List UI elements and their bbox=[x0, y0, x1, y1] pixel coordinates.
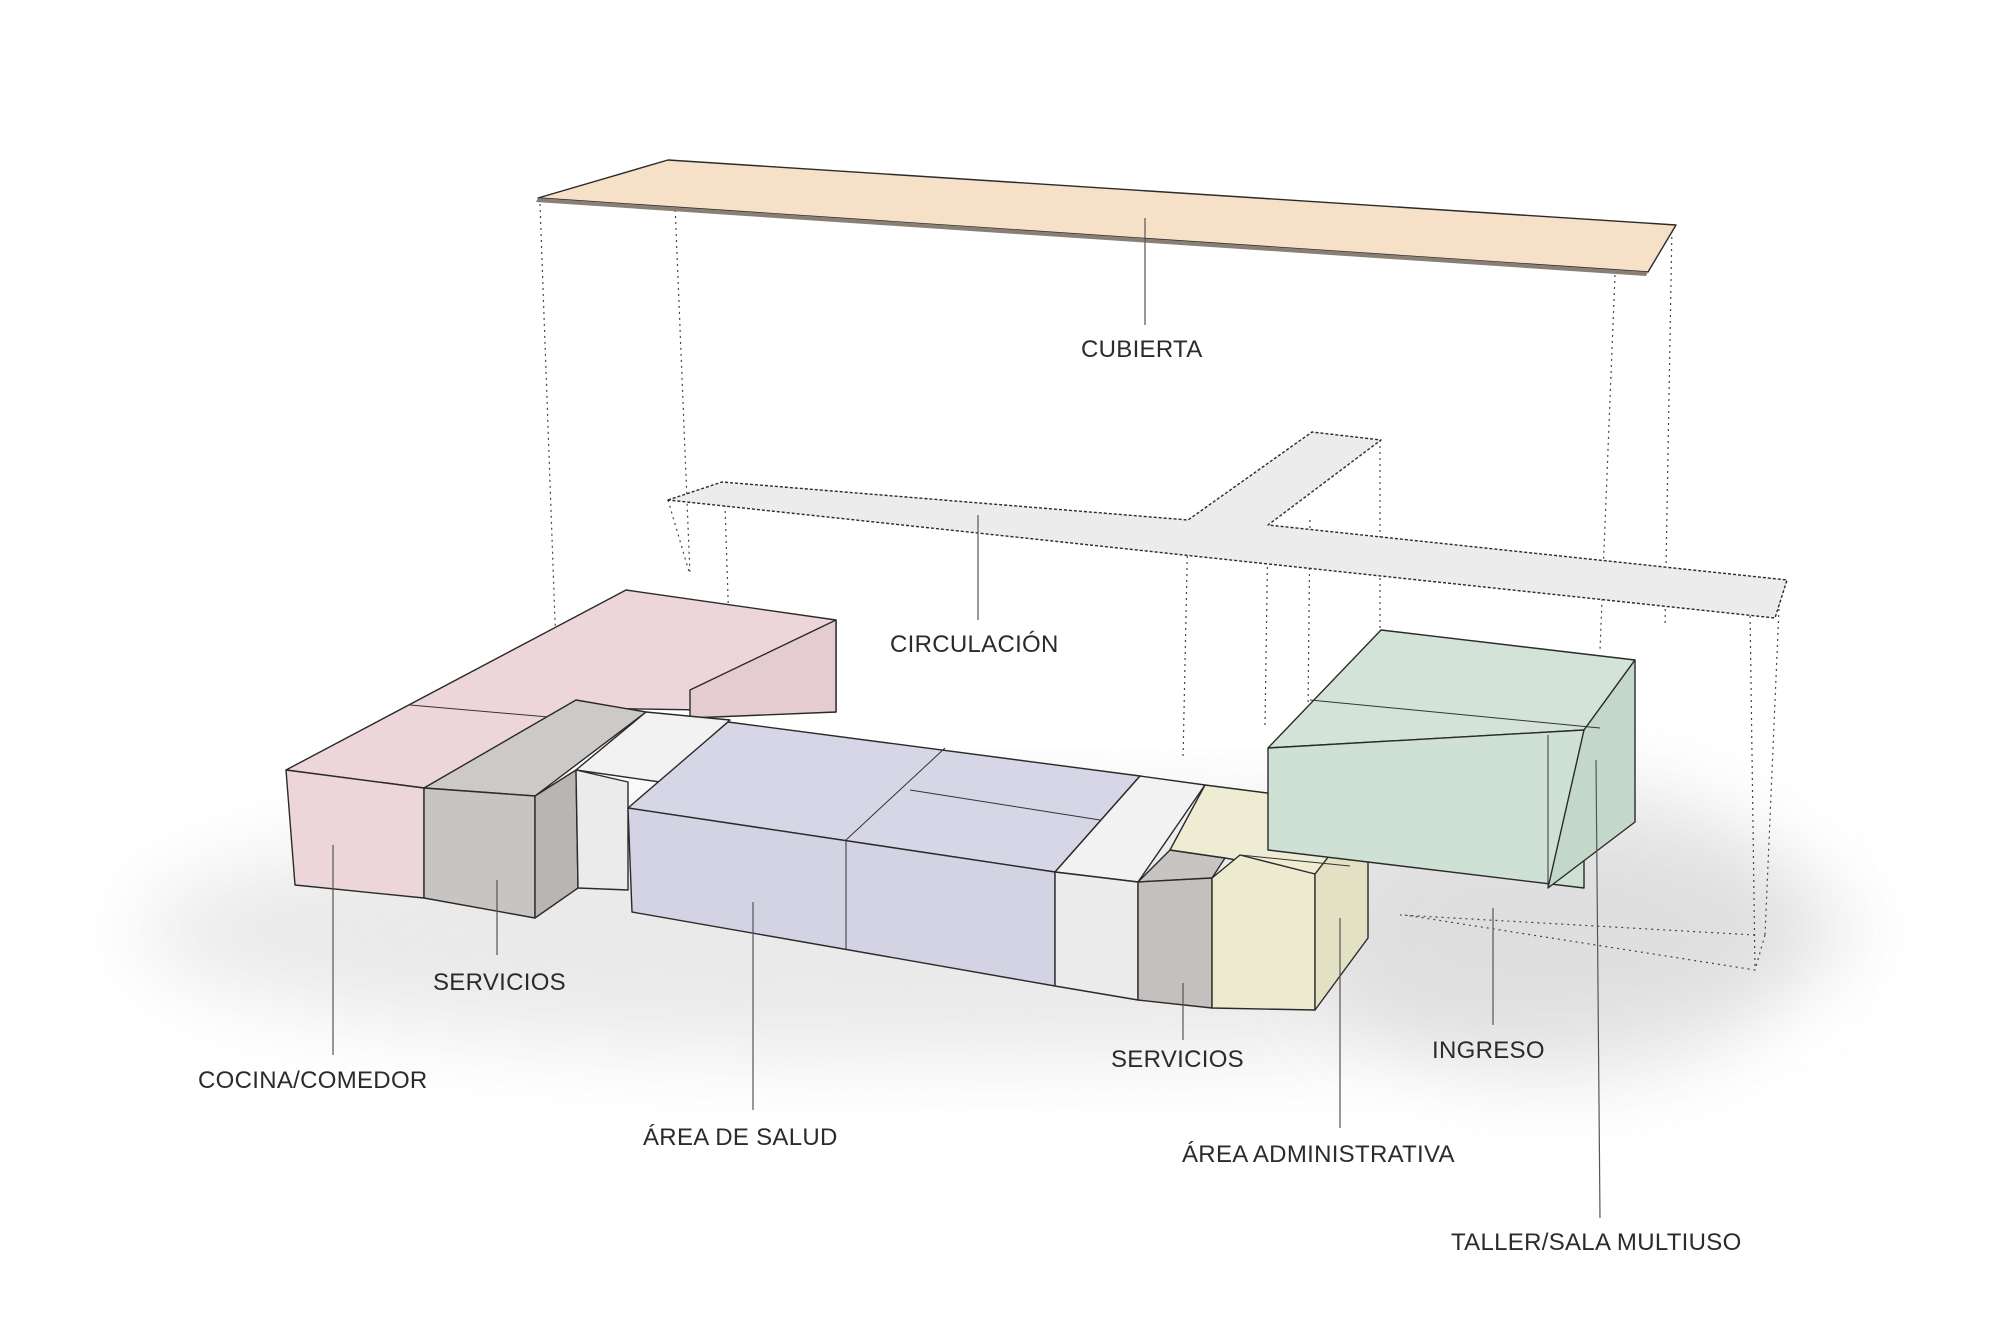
label-taller-sala: TALLER/SALA MULTIUSO bbox=[1451, 1229, 1742, 1256]
label-cubierta: CUBIERTA bbox=[1081, 336, 1203, 363]
cubierta-surface bbox=[537, 159, 1677, 273]
middle-white-block bbox=[1054, 775, 1206, 1001]
servicios-left-front bbox=[423, 787, 536, 919]
taller-block bbox=[1267, 629, 1636, 889]
label-servicios-left: SERVICIOS bbox=[433, 969, 566, 996]
label-servicios-center: SERVICIOS bbox=[1111, 1046, 1244, 1073]
servicios-center-front bbox=[1137, 877, 1213, 1009]
connector-white-block bbox=[575, 711, 731, 891]
circulacion-plane bbox=[667, 431, 1788, 619]
cocina-front bbox=[285, 769, 425, 899]
label-area-administrativa: ÁREA ADMINISTRATIVA bbox=[1182, 1141, 1455, 1168]
connector-front bbox=[575, 769, 629, 891]
label-area-salud: ÁREA DE SALUD bbox=[643, 1124, 838, 1151]
label-cocina-comedor: COCINA/COMEDOR bbox=[198, 1067, 428, 1094]
cubierta-plane bbox=[536, 159, 1677, 276]
taller-side bbox=[1547, 659, 1636, 889]
servicios-left-block bbox=[423, 699, 647, 919]
label-circulacion: CIRCULACIÓN bbox=[890, 631, 1059, 658]
connector-top bbox=[575, 711, 731, 783]
diagram-labels: CUBIERTA CIRCULACIÓN SERVICIOS COCINA/CO… bbox=[198, 336, 1742, 1256]
cubierta-edge bbox=[536, 198, 1648, 276]
administrativa-front bbox=[1211, 854, 1316, 1011]
label-ingreso: INGRESO bbox=[1432, 1037, 1545, 1064]
circulacion-surface bbox=[667, 431, 1788, 619]
leader-lines bbox=[332, 218, 1601, 1219]
taller-front bbox=[1267, 729, 1585, 889]
middle-white-front bbox=[1054, 871, 1139, 1001]
